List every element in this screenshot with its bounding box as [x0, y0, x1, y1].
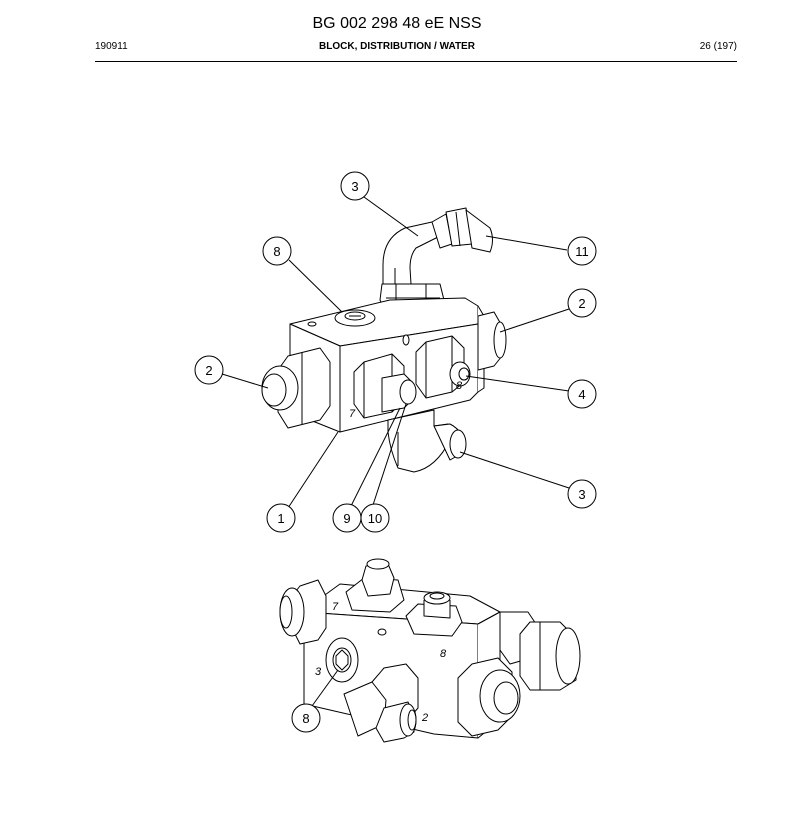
block-mark-7: 7: [349, 408, 356, 420]
top-nut-bottom: [377, 591, 463, 637]
callout-3-top: 3: [340, 171, 370, 201]
right-elbow-fitting: [499, 611, 581, 691]
header-rule: [95, 61, 737, 62]
svg-text:8: 8: [302, 711, 309, 726]
callout-2-left: 2: [194, 355, 224, 385]
block-mark-2: 2: [421, 712, 428, 724]
svg-text:11: 11: [575, 244, 589, 259]
front-hex-fitting-left: [353, 353, 417, 419]
leader-line-bottom-8: [311, 669, 339, 707]
bottom-assembly-view: 7 8 3 2: [279, 558, 581, 743]
block-mark-8: 8: [456, 380, 463, 392]
svg-text:2: 2: [578, 296, 585, 311]
callout-1: 1: [266, 503, 296, 533]
plug-front-bottom: [325, 637, 359, 683]
elbow-fitting-bottom: [387, 409, 467, 473]
document-date: 190911: [95, 41, 128, 52]
callout-2-right: 2: [567, 288, 597, 318]
leader-lines-top: [221, 196, 570, 509]
block-mark-8: 8: [440, 648, 447, 660]
callout-9: 9: [332, 503, 362, 533]
svg-text:9: 9: [343, 511, 350, 526]
callout-11: 11: [567, 236, 597, 266]
fitting-left: [261, 347, 331, 429]
fitting-right: [477, 311, 507, 371]
svg-text:3: 3: [578, 487, 585, 502]
top-assembly-view: 7 8: [221, 196, 570, 509]
front-hex-fitting-right: [415, 335, 471, 399]
right-hex-fitting: [457, 657, 521, 737]
svg-text:3: 3: [351, 179, 358, 194]
hex-stem-bottom: [345, 558, 405, 613]
svg-text:2: 2: [205, 363, 212, 378]
svg-text:4: 4: [578, 387, 585, 402]
callout-10: 10: [360, 503, 390, 533]
document-title: BLOCK, DISTRIBUTION / WATER: [319, 41, 475, 52]
page-number: 26 (197): [699, 41, 737, 52]
lower-hex-fitting: [343, 663, 419, 743]
callout-8-top: 8: [262, 236, 292, 266]
document-code: BG 002 298 48 eE NSS: [312, 15, 482, 32]
callout-8-bottom: 8: [291, 703, 321, 733]
callout-3-bottom: 3: [567, 479, 597, 509]
block-mark-7: 7: [332, 601, 339, 613]
callout-4: 4: [567, 379, 597, 409]
fitting-left-bottom: [279, 579, 327, 645]
svg-text:8: 8: [273, 244, 280, 259]
plug-top-face: [307, 309, 410, 346]
block-mark-3: 3: [315, 666, 322, 678]
svg-text:10: 10: [368, 511, 382, 526]
svg-text:1: 1: [277, 511, 284, 526]
